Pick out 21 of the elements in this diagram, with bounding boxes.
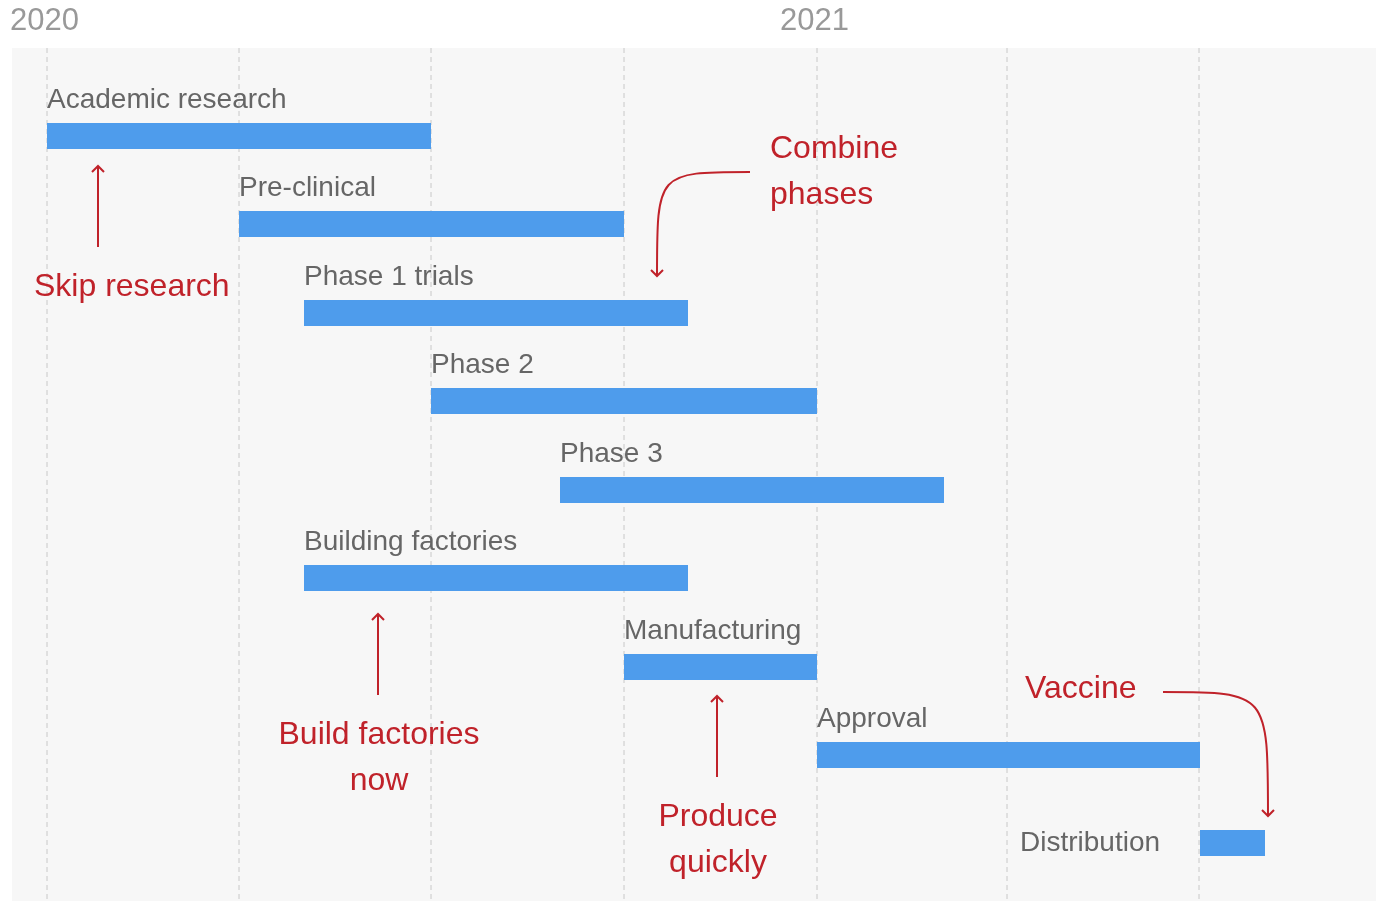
year-label: 2020 xyxy=(10,2,79,38)
bar-label: Academic research xyxy=(47,82,287,116)
annotation-text: Vaccine xyxy=(1025,664,1165,710)
bar-label: Phase 2 xyxy=(431,347,534,381)
annotation-text: Combine phases xyxy=(770,124,940,216)
arrow xyxy=(371,613,385,696)
bar-label: Manufacturing xyxy=(624,613,802,647)
bar-label: Building factories xyxy=(304,524,518,558)
arrow xyxy=(710,695,724,778)
arrow xyxy=(91,165,105,248)
annotation-text: Skip research xyxy=(34,262,274,308)
bar-label: Approval xyxy=(817,701,928,735)
annotation-text: Build factories now xyxy=(270,710,488,802)
bar-label: Phase 1 trials xyxy=(304,259,474,293)
bar-label: Distribution xyxy=(1020,825,1161,859)
arrow xyxy=(1162,691,1275,817)
annotation-text: Produce quickly xyxy=(630,792,806,884)
year-label: 2021 xyxy=(780,2,849,38)
bar-label: Pre-clinical xyxy=(239,170,376,204)
arrow xyxy=(650,171,751,277)
bar-label: Phase 3 xyxy=(560,436,663,470)
